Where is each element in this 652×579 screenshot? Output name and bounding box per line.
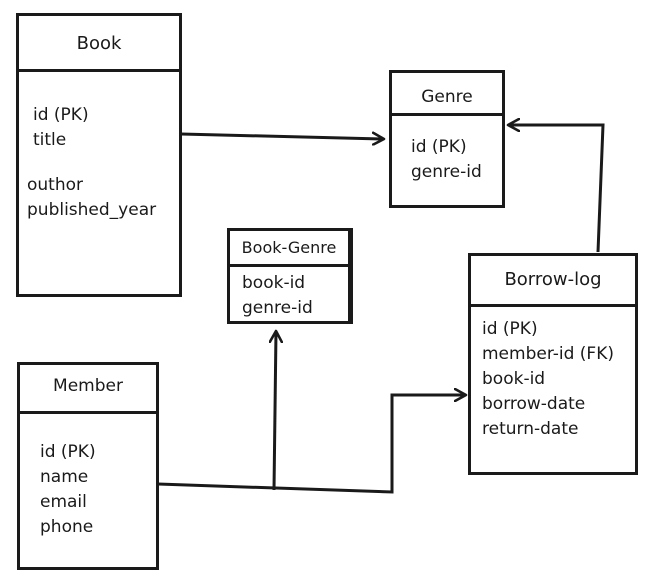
entity-book[interactable]: Book id (PK) title outhor published_year [16,13,182,297]
entity-genre-header: Genre [392,73,502,116]
field-item: id (PK) [482,319,538,339]
entity-genre-fields: id (PK) genre-id [411,135,482,185]
field-item: return-date [482,419,579,439]
entity-book-header: Book [19,16,179,72]
entity-borrow-log-header: Borrow-log [471,256,635,307]
entity-borrow-log-fields: id (PK) member-id (FK) book-id borrow-da… [482,317,614,442]
field-item: email [40,492,87,512]
field-item: title [33,130,67,150]
field-item: id (PK) [411,137,467,157]
entity-book-title: Book [76,33,122,54]
field-item: genre-id [411,162,482,182]
entity-book-genre[interactable]: Book-Genre book-id genre-id [227,228,353,324]
field-item: id (PK) [40,442,96,462]
field-item: borrow-date [482,394,586,414]
entity-book-genre-header: Book-Genre [230,231,348,267]
member-to-bookgenre-arrow [274,331,276,491]
field-item: phone [40,517,94,537]
entity-book-fields-extra: outhor published_year [27,173,156,223]
entity-genre-title: Genre [421,87,473,107]
field-item: member-id (FK) [482,344,614,364]
entity-book-genre-title: Book-Genre [241,238,337,257]
entity-book-genre-fields: book-id genre-id [242,271,313,321]
field-item: book-id [242,273,306,293]
entity-member-fields: id (PK) name email phone [40,440,96,540]
entity-borrow-log-title: Borrow-log [504,269,602,290]
entity-member-header: Member [20,365,156,414]
book-to-genre-arrow [180,134,384,139]
entity-book-fields: id (PK) title [33,103,89,153]
field-item: genre-id [242,298,313,318]
field-item: published_year [27,200,157,220]
entity-member[interactable]: Member id (PK) name email phone [17,362,159,570]
field-item: outhor [27,175,84,195]
member-to-borrowlog-arrow [157,395,466,494]
field-item: id (PK) [33,105,89,125]
entity-member-title: Member [53,376,123,396]
field-item: name [40,467,89,487]
entity-genre[interactable]: Genre id (PK) genre-id [389,70,505,208]
entity-borrow-log[interactable]: Borrow-log id (PK) member-id (FK) book-i… [468,253,638,475]
field-item: book-id [482,369,546,389]
borrowlog-to-genre-arrow [508,125,605,253]
